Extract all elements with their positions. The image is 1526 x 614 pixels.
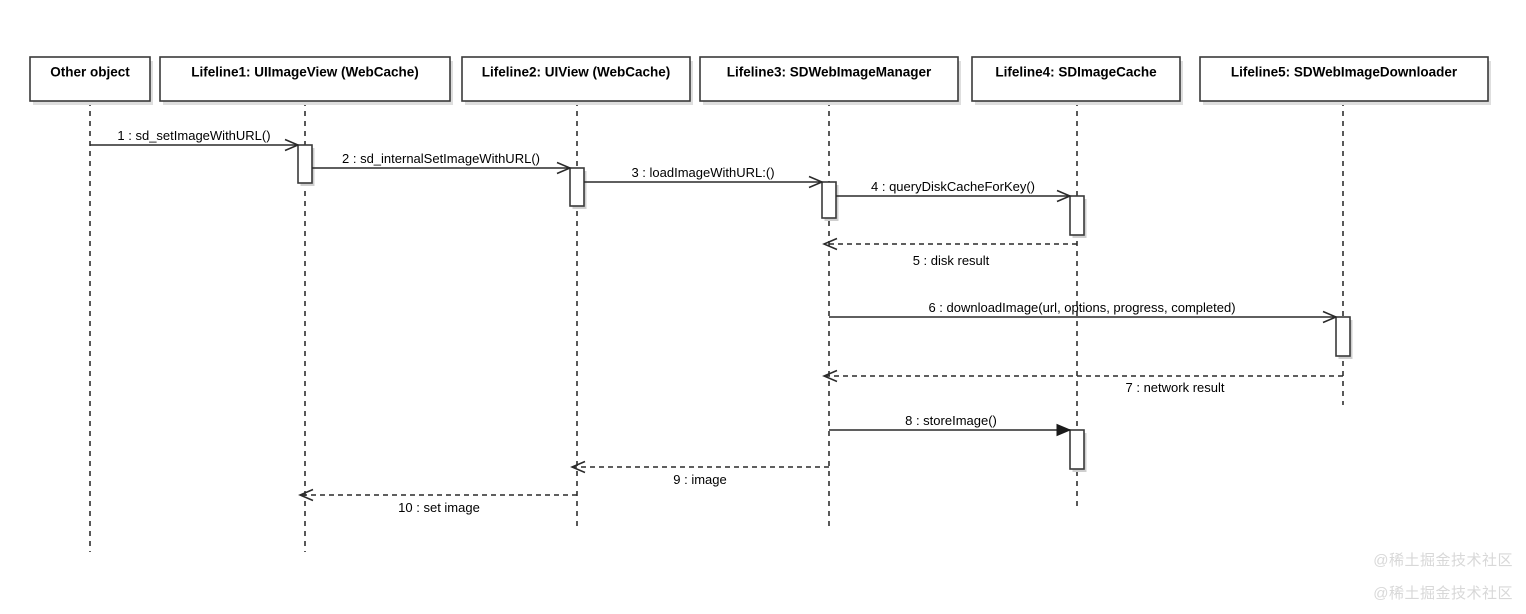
lifeline-head-box[interactable] <box>159 56 451 102</box>
message-label: 2 : sd_internalSetImageWithURL() <box>342 151 540 166</box>
lifeline-head-label: Lifeline4: SDImageCache <box>995 65 1157 80</box>
activation-bar-lifeline1-0[interactable] <box>297 144 315 186</box>
lifeline-head-label: Lifeline3: SDWebImageManager <box>727 65 932 80</box>
message-label: 9 : image <box>673 472 726 487</box>
lifeline-head-lifeline5[interactable]: Lifeline5: SDWebImageDownloader <box>1199 56 1491 105</box>
message-arrowhead-open <box>556 161 572 175</box>
message-arrowhead-open <box>822 237 838 251</box>
lifeline-head-box[interactable] <box>699 56 959 102</box>
message-3[interactable]: 3 : loadImageWithURL:() <box>584 165 824 189</box>
watermarks-layer: @稀土掘金技术社区 @稀土掘金技术社区 <box>1373 552 1513 602</box>
lifeline-head-lifeline2[interactable]: Lifeline2: UIView (WebCache) <box>461 56 693 105</box>
lifeline-head-box[interactable] <box>971 56 1181 102</box>
lifeline-head-box[interactable] <box>1199 56 1489 102</box>
activation-bar[interactable] <box>297 144 313 184</box>
message-8[interactable]: 8 : storeImage() <box>829 413 1072 437</box>
activation-bar[interactable] <box>821 181 837 219</box>
activation-bar-lifeline3-2[interactable] <box>821 181 839 221</box>
activation-bar[interactable] <box>569 167 585 207</box>
lifeline-head-other[interactable]: Other object <box>29 56 153 105</box>
message-label: 6 : downloadImage(url, options, progress… <box>928 300 1235 315</box>
message-arrowhead-open <box>298 488 314 502</box>
message-1[interactable]: 1 : sd_setImageWithURL() <box>90 128 300 152</box>
activation-bar[interactable] <box>1069 195 1085 236</box>
watermark: @稀土掘金技术社区 <box>1373 585 1513 602</box>
message-label: 1 : sd_setImageWithURL() <box>117 128 270 143</box>
message-label: 10 : set image <box>398 500 480 515</box>
lifeline-head-lifeline1[interactable]: Lifeline1: UIImageView (WebCache) <box>159 56 453 105</box>
message-label: 8 : storeImage() <box>905 413 997 428</box>
lifeline-head-lifeline4[interactable]: Lifeline4: SDImageCache <box>971 56 1183 105</box>
lifeline-head-label: Lifeline2: UIView (WebCache) <box>482 65 671 80</box>
message-7[interactable]: 7 : network result <box>822 369 1343 396</box>
message-label: 3 : loadImageWithURL:() <box>631 165 774 180</box>
activation-bar-lifeline2-1[interactable] <box>569 167 587 209</box>
message-arrowhead-open <box>822 369 838 383</box>
message-label: 5 : disk result <box>913 253 990 268</box>
message-4[interactable]: 4 : queryDiskCacheForKey() <box>836 179 1072 203</box>
lifeline-heads-layer: Other object Lifeline1: UIImageView (WebC… <box>29 56 1491 105</box>
activation-bar-lifeline4-5[interactable] <box>1069 429 1087 472</box>
message-10[interactable]: 10 : set image <box>298 488 577 516</box>
message-5[interactable]: 5 : disk result <box>822 237 1077 269</box>
messages-layer: 1 : sd_setImageWithURL() 2 : sd_internalS… <box>90 128 1343 515</box>
message-2[interactable]: 2 : sd_internalSetImageWithURL() <box>312 151 572 175</box>
watermark: @稀土掘金技术社区 <box>1373 552 1513 569</box>
lifeline-head-box[interactable] <box>461 56 691 102</box>
activation-bar[interactable] <box>1335 316 1351 357</box>
lifeline-head-label: Lifeline5: SDWebImageDownloader <box>1231 65 1458 80</box>
lifeline-head-lifeline3[interactable]: Lifeline3: SDWebImageManager <box>699 56 961 105</box>
message-arrowhead-filled <box>1056 423 1072 437</box>
message-arrowhead-open <box>284 138 300 152</box>
activation-bar-lifeline4-3[interactable] <box>1069 195 1087 238</box>
message-6[interactable]: 6 : downloadImage(url, options, progress… <box>829 300 1338 324</box>
message-arrowhead-open <box>1056 189 1072 203</box>
lifeline-head-label: Lifeline1: UIImageView (WebCache) <box>191 65 419 80</box>
message-arrowhead-open <box>570 460 586 474</box>
message-arrowhead-open <box>808 175 824 189</box>
activation-bar-lifeline5-4[interactable] <box>1335 316 1353 359</box>
message-9[interactable]: 9 : image <box>570 460 829 488</box>
message-label: 7 : network result <box>1126 380 1225 395</box>
activations-layer <box>297 144 1353 472</box>
message-arrowhead-open <box>1322 310 1338 324</box>
lifeline-head-box[interactable] <box>29 56 151 102</box>
message-label: 4 : queryDiskCacheForKey() <box>871 179 1035 194</box>
activation-bar[interactable] <box>1069 429 1085 470</box>
lifeline-head-label: Other object <box>50 65 130 80</box>
